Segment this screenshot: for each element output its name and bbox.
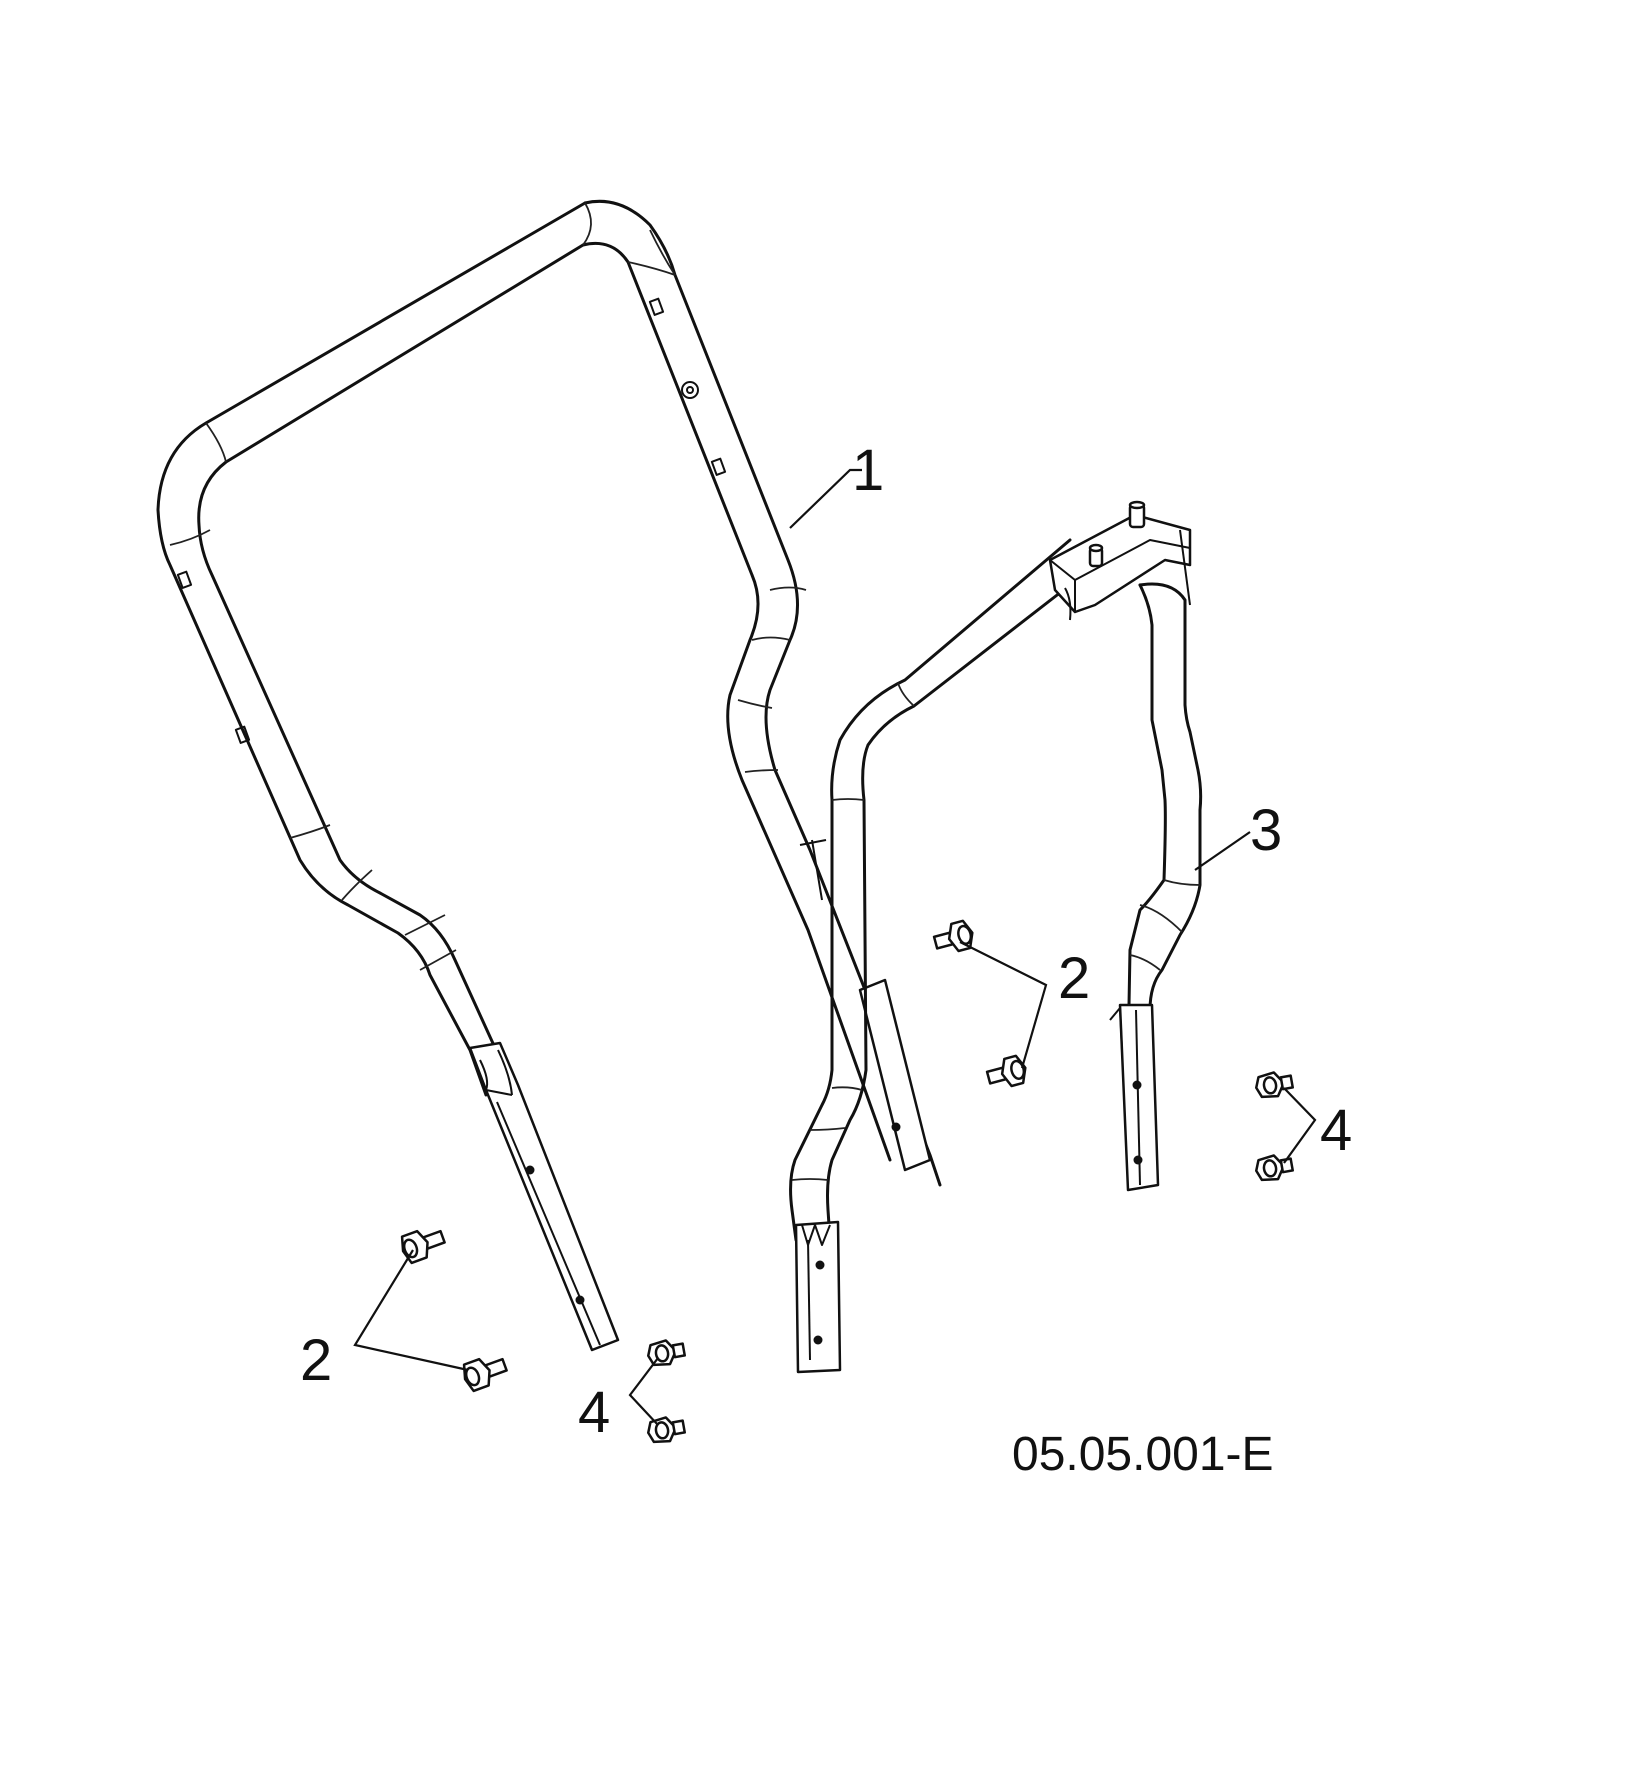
bolt-2b-upper xyxy=(985,1054,1027,1088)
callout-part-2-lower: 2 xyxy=(300,1328,332,1393)
leader-part-2-upper xyxy=(959,941,1048,1069)
callout-part-2-upper: 2 xyxy=(1058,946,1090,1011)
lower-handle-part-3 xyxy=(789,500,1203,1374)
bolt-2a-upper xyxy=(932,919,974,953)
drawing-code: 05.05.001-E xyxy=(1012,1428,1274,1481)
leader-part-2-lower xyxy=(353,1249,469,1372)
leader-part-3 xyxy=(1194,831,1251,871)
nut-4d-lower-lower xyxy=(646,1416,686,1444)
bolt-2d-lower xyxy=(462,1357,508,1393)
leader-lines xyxy=(353,468,1317,1426)
callout-part-4-lower: 4 xyxy=(578,1380,610,1445)
leader-part-4-lower xyxy=(628,1357,659,1426)
handle-frame-part-1 xyxy=(156,199,942,1352)
callout-part-4-right: 4 xyxy=(1320,1098,1352,1163)
nut-4c-lower-upper xyxy=(646,1339,686,1367)
nut-4a-right-upper xyxy=(1254,1071,1294,1099)
callout-part-1: 1 xyxy=(852,438,884,503)
callout-part-3: 3 xyxy=(1250,798,1282,863)
leader-part-1 xyxy=(789,468,862,529)
leader-part-4-right xyxy=(1283,1087,1317,1164)
bolt-2c-lower xyxy=(400,1229,446,1265)
